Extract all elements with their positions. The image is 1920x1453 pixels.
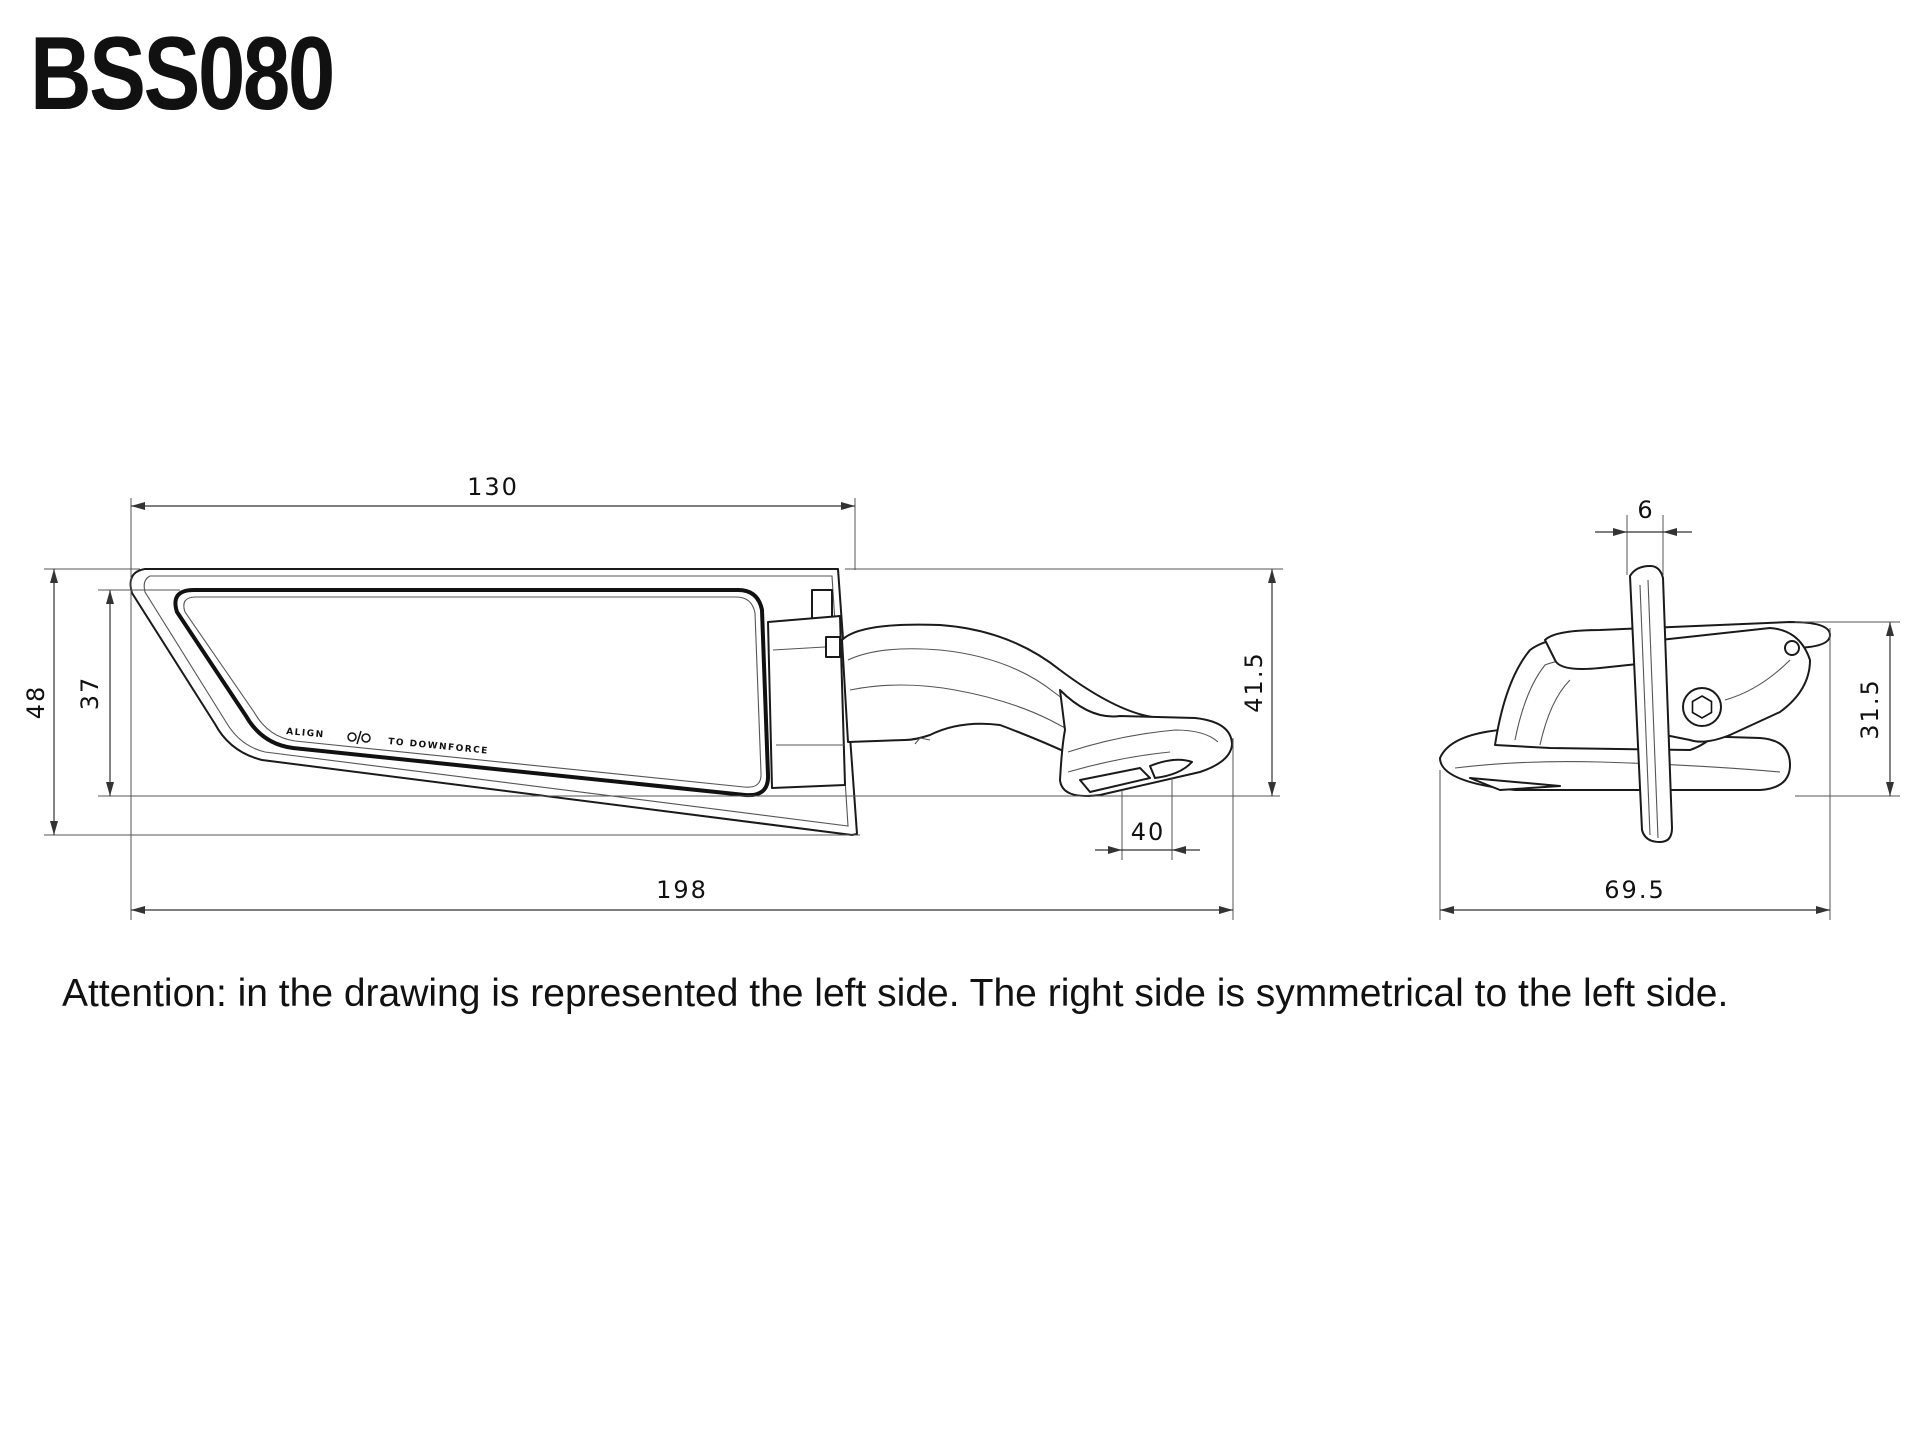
dimension-front-height: 31.5 bbox=[1795, 621, 1900, 797]
dimension-label-6: 6 bbox=[1637, 496, 1654, 524]
front-base-foot bbox=[1469, 777, 1561, 791]
dimension-label-69-5: 69.5 bbox=[1604, 876, 1665, 904]
product-code-title: BSS080 bbox=[30, 16, 335, 132]
base-pad bbox=[1149, 758, 1193, 779]
front-mirror-plate-inner bbox=[1647, 579, 1659, 839]
front-base-contour bbox=[1454, 761, 1781, 773]
dimension-mount-height: 41.5 bbox=[845, 568, 1283, 796]
hex-bolt-icon bbox=[1691, 695, 1713, 719]
stem-arm-contour bbox=[914, 737, 931, 745]
front-pivot-pin bbox=[1784, 640, 1800, 656]
mirror-glass-outline bbox=[173, 588, 771, 798]
dimension-label-40: 40 bbox=[1131, 818, 1166, 846]
dimension-overall-height: 48 bbox=[22, 568, 860, 836]
mirror-label-align: ALIGN bbox=[286, 727, 325, 740]
dimension-label-31-5: 31.5 bbox=[1856, 678, 1884, 739]
front-mirror-plate bbox=[1629, 565, 1673, 843]
attention-note: Attention: in the drawing is represented… bbox=[62, 972, 1729, 1015]
dimension-overall-width: 198 bbox=[131, 738, 1234, 920]
base-mount-contour bbox=[1067, 729, 1219, 753]
front-mirror-plate-inner bbox=[1639, 584, 1651, 836]
mirror-glass-inner-line bbox=[183, 596, 762, 788]
side-view: ALIGN TO DOWNFORCE 130 bbox=[22, 473, 1283, 920]
base-mount-contour bbox=[1067, 751, 1171, 773]
housing-clip bbox=[825, 636, 841, 658]
mirror-base-mount bbox=[1059, 689, 1233, 797]
front-clamp-contour bbox=[1724, 659, 1791, 701]
dimension-label-41-5: 41.5 bbox=[1240, 651, 1268, 712]
dimension-label-37: 37 bbox=[76, 676, 104, 711]
dimension-front-width: 69.5 bbox=[1439, 628, 1831, 920]
dimension-glass-height: 37 bbox=[76, 589, 1280, 797]
base-pad bbox=[1079, 767, 1151, 793]
dimension-top-width: 130 bbox=[130, 473, 856, 920]
front-bracket-contour bbox=[1539, 679, 1571, 746]
dimension-base-width: 40 bbox=[1095, 778, 1200, 860]
align-indicator-icon bbox=[347, 730, 371, 745]
mirror-housing bbox=[129, 568, 858, 836]
dimension-thickness: 6 bbox=[1595, 496, 1692, 575]
front-view: 6 31.5 69.5 bbox=[1439, 496, 1900, 920]
mirror-housing-inner-edge bbox=[143, 575, 849, 827]
dimension-label-130: 130 bbox=[467, 473, 519, 501]
dimension-label-198: 198 bbox=[656, 876, 708, 904]
dimension-label-48: 48 bbox=[22, 685, 50, 720]
